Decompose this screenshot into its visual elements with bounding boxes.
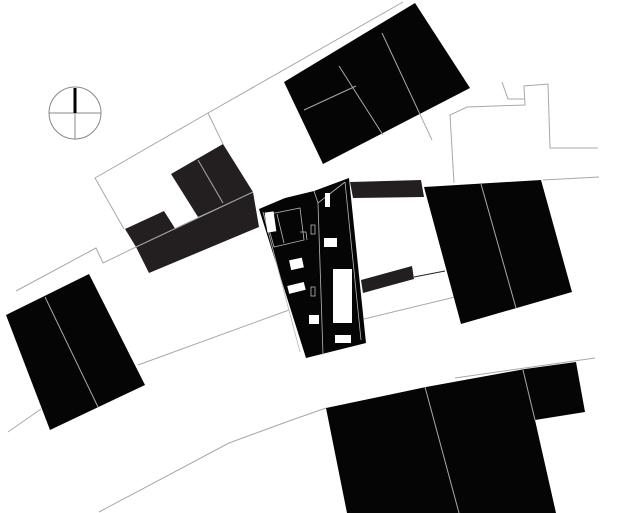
neighbour-outline-2 (501, 81, 525, 100)
window-openings (264, 193, 352, 343)
annex-bridge-upper (350, 180, 424, 198)
neighbour-outline (449, 83, 598, 184)
site-outlines (7, 1, 600, 513)
street-edge-middle-east (363, 296, 456, 320)
parcel-boundary-inner (207, 112, 224, 145)
building-northeast (284, 3, 470, 164)
street-edge-lower (98, 407, 327, 513)
street-edge-lower-east (454, 357, 596, 379)
north-arrow-icon (48, 86, 102, 140)
annex-northwest (125, 144, 259, 273)
street-edge-lower-west (7, 408, 42, 433)
street-edge-left (15, 246, 137, 292)
parcel-boundary (94, 1, 404, 230)
central-building (259, 178, 366, 358)
annex-bridge-lower (361, 266, 414, 293)
building-west (6, 274, 145, 430)
link-line (413, 270, 446, 278)
building-south (326, 362, 585, 513)
building-east (424, 180, 572, 324)
neighbour-outline-3 (542, 176, 600, 181)
street-edge-middle (137, 309, 290, 366)
